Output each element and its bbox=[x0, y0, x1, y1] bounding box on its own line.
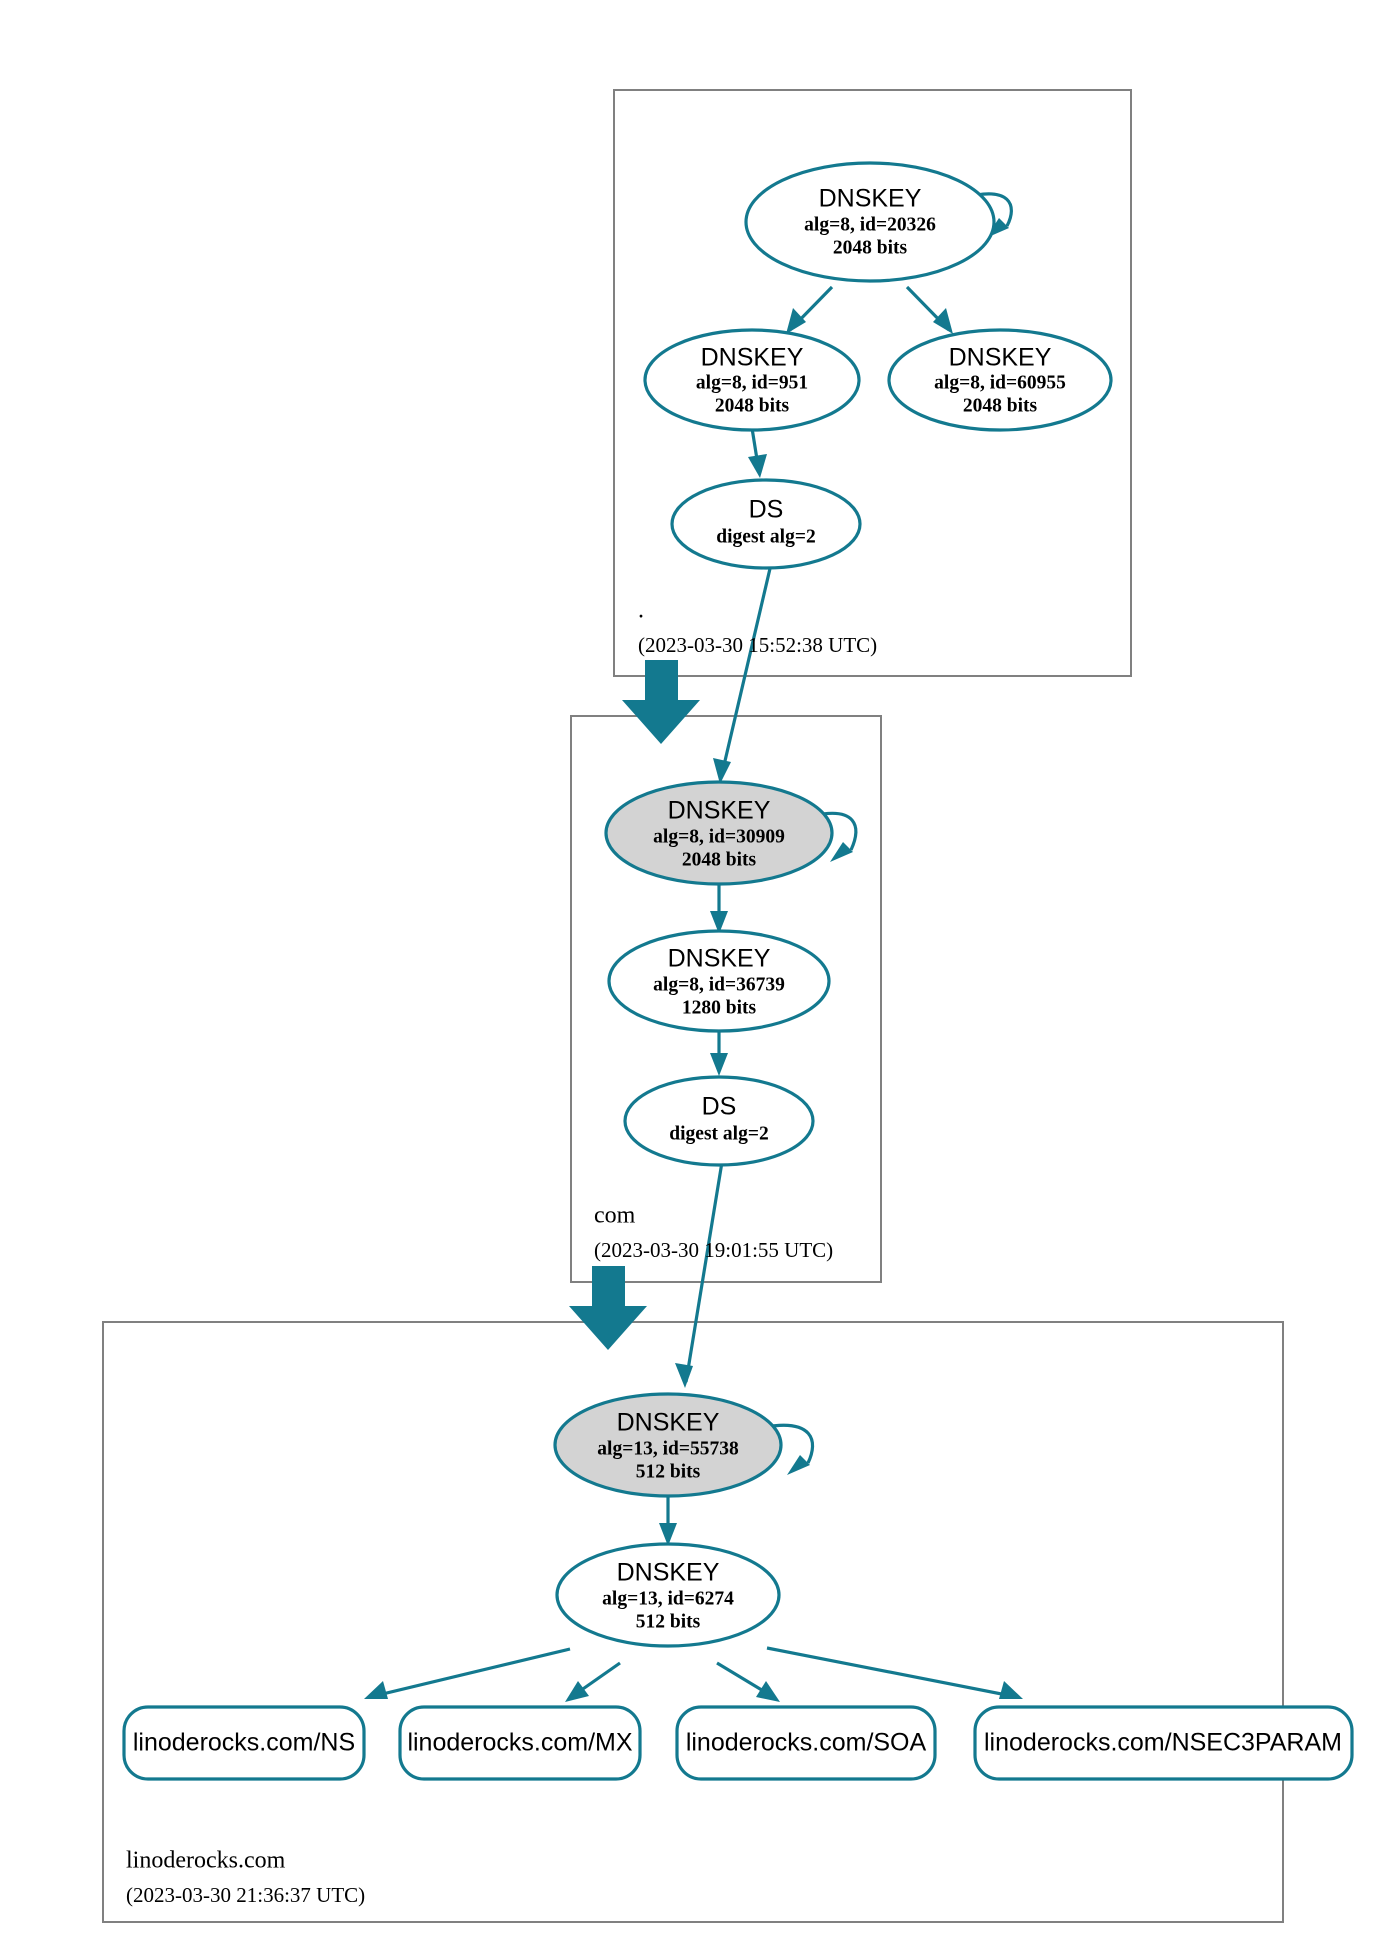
edge-lr-zsk-to-rrset-mx bbox=[565, 1661, 621, 1702]
node-title: DNSKEY bbox=[949, 344, 1052, 372]
zone-timestamp-root: (2023-03-30 15:52:38 UTC) bbox=[638, 633, 877, 657]
node-detail-keysize: 512 bits bbox=[636, 1461, 701, 1482]
edge-com-ds-to-linoderocks-ksk bbox=[675, 1161, 724, 1388]
node-title: DNSKEY bbox=[668, 945, 771, 973]
node-root-ksk-20326[interactable]: DNSKEY alg=8, id=20326 2048 bits bbox=[744, 161, 996, 283]
delegation-arrow-root-to-com bbox=[622, 660, 700, 744]
edge-com-zsk-to-ds bbox=[710, 1030, 728, 1076]
rrset-node-nsec3param[interactable]: linoderocks.com/NSEC3PARAM bbox=[973, 1705, 1354, 1781]
node-title: DNSKEY bbox=[617, 1559, 720, 1587]
node-detail-alg-id: alg=8, id=36739 bbox=[653, 974, 785, 995]
edge-com-ksk-to-zsk bbox=[710, 884, 728, 934]
node-title: DNSKEY bbox=[617, 1409, 720, 1437]
edge-root-ds-to-com-ksk bbox=[713, 559, 774, 784]
node-detail-keysize: 1280 bits bbox=[682, 997, 757, 1018]
node-root-dnskey-60955[interactable]: DNSKEY alg=8, id=60955 2048 bits bbox=[887, 328, 1113, 432]
node-detail-alg-id: alg=13, id=6274 bbox=[602, 1588, 734, 1609]
node-com-ds[interactable]: DS digest alg=2 bbox=[623, 1075, 815, 1167]
node-detail-digest: digest alg=2 bbox=[716, 526, 815, 547]
node-title: DS bbox=[702, 1093, 737, 1121]
node-detail-alg-id: alg=8, id=30909 bbox=[653, 826, 785, 847]
zone-label-root: . bbox=[638, 598, 644, 624]
node-detail-keysize: 512 bits bbox=[636, 1611, 701, 1632]
edge-root-ksk-to-zsk60955 bbox=[905, 285, 953, 334]
edge-lr-zsk-to-rrset-nsec3param bbox=[766, 1646, 1023, 1699]
zone-timestamp-com: (2023-03-30 19:01:55 UTC) bbox=[594, 1238, 833, 1262]
node-linoderocks-ksk-55738[interactable]: DNSKEY alg=13, id=55738 512 bits bbox=[553, 1392, 783, 1498]
node-detail-keysize: 2048 bits bbox=[715, 395, 790, 416]
node-root-dnskey-951[interactable]: DNSKEY alg=8, id=951 2048 bits bbox=[643, 328, 861, 432]
node-title: DS bbox=[749, 496, 784, 524]
rrset-label: linoderocks.com/NS bbox=[133, 1729, 355, 1757]
edge-root-zsk951-to-ds bbox=[748, 427, 767, 478]
rrset-label: linoderocks.com/NSEC3PARAM bbox=[984, 1729, 1342, 1757]
node-detail-alg-id: alg=8, id=20326 bbox=[804, 214, 936, 235]
node-title: DNSKEY bbox=[701, 344, 804, 372]
edge-lr-zsk-to-rrset-soa bbox=[716, 1661, 780, 1702]
node-com-zsk-36739[interactable]: DNSKEY alg=8, id=36739 1280 bits bbox=[607, 929, 831, 1033]
rrset-node-ns[interactable]: linoderocks.com/NS bbox=[122, 1705, 366, 1781]
rrset-label: linoderocks.com/SOA bbox=[686, 1729, 927, 1757]
node-detail-keysize: 2048 bits bbox=[833, 237, 908, 258]
zone-label-com: com bbox=[594, 1203, 636, 1229]
node-title: DNSKEY bbox=[819, 185, 922, 213]
edge-lr-ksk-self-loop bbox=[764, 1423, 815, 1475]
edge-lr-ksk-to-zsk bbox=[659, 1495, 677, 1546]
zone-label-linoderocks: linoderocks.com bbox=[126, 1848, 286, 1874]
edge-root-ksk-to-zsk951 bbox=[786, 285, 834, 334]
rrset-node-soa[interactable]: linoderocks.com/SOA bbox=[675, 1705, 937, 1781]
node-root-ds[interactable]: DS digest alg=2 bbox=[670, 478, 862, 570]
node-detail-alg-id: alg=8, id=60955 bbox=[934, 372, 1066, 393]
edge-lr-zsk-to-rrset-ns bbox=[364, 1647, 571, 1699]
rrset-label: linoderocks.com/MX bbox=[407, 1729, 632, 1757]
node-com-ksk-30909[interactable]: DNSKEY alg=8, id=30909 2048 bits bbox=[604, 780, 834, 886]
node-detail-alg-id: alg=8, id=951 bbox=[696, 372, 808, 393]
rrset-node-mx[interactable]: linoderocks.com/MX bbox=[398, 1705, 642, 1781]
node-detail-digest: digest alg=2 bbox=[669, 1123, 768, 1144]
node-detail-keysize: 2048 bits bbox=[963, 395, 1038, 416]
node-detail-keysize: 2048 bits bbox=[682, 849, 757, 870]
delegation-arrow-com-to-linoderocks bbox=[569, 1266, 647, 1350]
node-linoderocks-zsk-6274[interactable]: DNSKEY alg=13, id=6274 512 bits bbox=[555, 1542, 781, 1648]
zone-timestamp-linoderocks: (2023-03-30 21:36:37 UTC) bbox=[126, 1883, 365, 1907]
node-detail-alg-id: alg=13, id=55738 bbox=[597, 1438, 739, 1459]
node-title: DNSKEY bbox=[668, 797, 771, 825]
